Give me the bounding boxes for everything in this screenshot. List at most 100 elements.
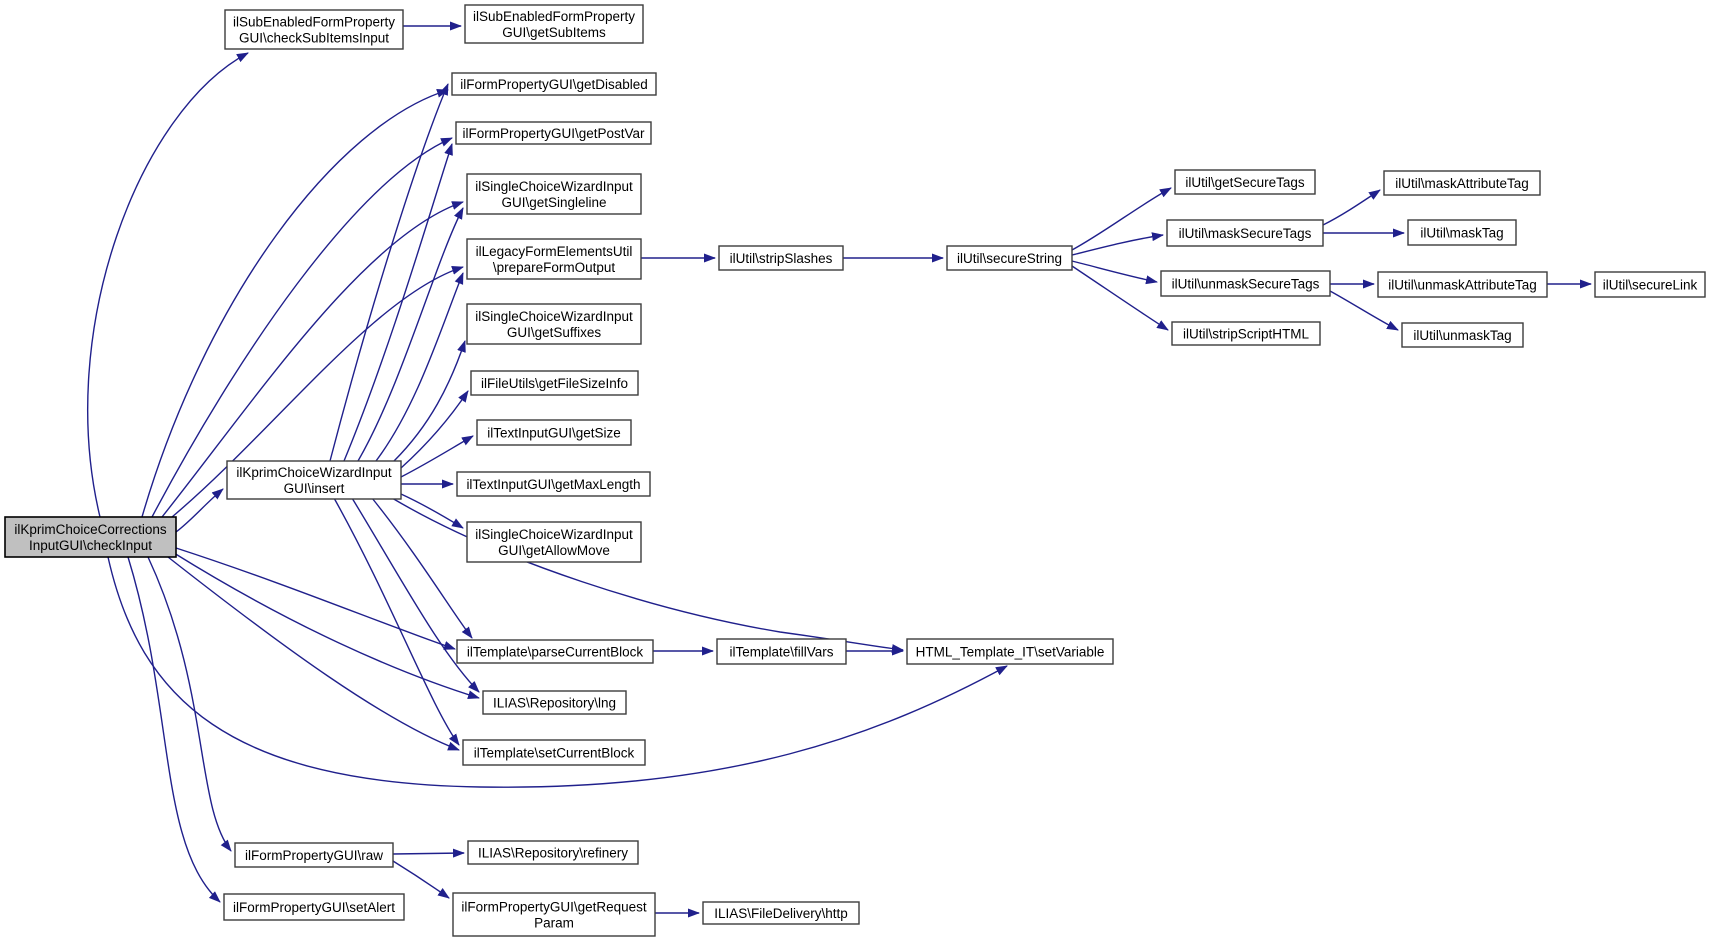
graph-node-box-insert[interactable] — [226, 460, 402, 500]
graph-node-maskAttributeTag[interactable]: ilUtil\maskAttributeTag — [1383, 170, 1541, 196]
graph-node-maskSecureTags[interactable]: ilUtil\maskSecureTags — [1166, 219, 1324, 247]
graph-node-stripSlashes[interactable]: ilUtil\stripSlashes — [718, 245, 844, 271]
graph-node-prepareFormOutput[interactable]: ilLegacyFormElementsUtil\prepareFormOutp… — [466, 238, 642, 280]
graph-node-getMaxLength[interactable]: ilTextInputGUI\getMaxLength — [456, 471, 651, 497]
graph-node-box-checkInput[interactable] — [4, 516, 177, 558]
graph-node-box-unmaskAttributeTag[interactable] — [1377, 271, 1548, 298]
call-edge-insert-to-lng — [351, 497, 480, 693]
graph-node-label-getPostVar: ilFormPropertyGUI\getPostVar — [462, 126, 645, 141]
graph-node-box-getDisabled[interactable] — [451, 72, 657, 96]
graph-node-label-refinery: ILIAS\Repository\refinery — [478, 845, 628, 860]
call-edge-checkInput-to-getPostVar — [151, 137, 453, 518]
call-edge-checkInput-to-getDisabled — [141, 88, 449, 518]
call-edge-insert-to-getSize — [400, 435, 474, 478]
graph-node-label-setCurrentBlock: ilTemplate\setCurrentBlock — [474, 745, 635, 760]
graph-node-box-secureString[interactable] — [946, 245, 1073, 271]
graph-node-getDisabled[interactable]: ilFormPropertyGUI\getDisabled — [451, 72, 657, 96]
call-edge-checkInput-to-setVariable — [107, 556, 1008, 788]
graph-node-getSecureTags[interactable]: ilUtil\getSecureTags — [1174, 169, 1316, 195]
graph-node-label-getMaxLength: ilTextInputGUI\getMaxLength — [466, 477, 640, 492]
graph-node-getFileSizeInfo[interactable]: ilFileUtils\getFileSizeInfo — [470, 370, 639, 396]
graph-node-lng[interactable]: ILIAS\Repository\lng — [482, 690, 627, 715]
call-edge-checkInput-to-getSingleline — [161, 201, 464, 518]
graph-node-box-unmaskSecureTags[interactable] — [1160, 270, 1331, 297]
call-edge-insert-to-getSuffixes — [393, 340, 466, 462]
graph-node-box-http[interactable] — [702, 901, 860, 925]
graph-node-box-refinery[interactable] — [467, 840, 639, 865]
graph-node-getPostVar[interactable]: ilFormPropertyGUI\getPostVar — [455, 121, 652, 145]
call-edge-checkInput-to-setCurrentBlock — [167, 556, 460, 751]
graph-node-label-setAlert: ilFormPropertyGUI\setAlert — [233, 900, 395, 915]
graph-node-getSize[interactable]: ilTextInputGUI\getSize — [476, 419, 632, 446]
graph-node-box-unmaskTag[interactable] — [1401, 322, 1524, 348]
graph-node-box-raw[interactable] — [234, 842, 394, 868]
graph-node-label-secureString: ilUtil\secureString — [957, 251, 1062, 266]
graph-node-box-fillVars[interactable] — [716, 638, 847, 665]
graph-node-unmaskTag[interactable]: ilUtil\unmaskTag — [1401, 322, 1524, 348]
graph-node-fillVars[interactable]: ilTemplate\fillVars — [716, 638, 847, 665]
graph-node-box-setAlert[interactable] — [223, 893, 405, 921]
graph-node-refinery[interactable]: ILIAS\Repository\refinery — [467, 840, 639, 865]
graph-node-label-unmaskTag: ilUtil\unmaskTag — [1413, 328, 1511, 343]
call-edge-insert-to-setVariable — [391, 497, 904, 654]
graph-node-box-setCurrentBlock[interactable] — [462, 739, 646, 766]
graph-node-label-secureLink: ilUtil\secureLink — [1603, 277, 1698, 292]
graph-node-box-maskSecureTags[interactable] — [1166, 219, 1324, 247]
graph-node-label-raw: ilFormPropertyGUI\raw — [245, 848, 383, 863]
graph-node-box-parseCurrentBlock[interactable] — [456, 639, 654, 664]
graph-node-box-stripSlashes[interactable] — [718, 245, 844, 271]
graph-node-secureString[interactable]: ilUtil\secureString — [946, 245, 1073, 271]
graph-node-box-secureLink[interactable] — [1594, 271, 1706, 298]
graph-node-setVariable[interactable]: HTML_Template_IT\setVariable — [906, 638, 1114, 665]
graph-node-box-getAllowMove[interactable] — [466, 521, 642, 563]
call-edge-insert-to-parseCurrentBlock — [371, 497, 473, 639]
graph-node-maskTag[interactable]: ilUtil\maskTag — [1407, 219, 1517, 246]
graph-node-box-getSingleline[interactable] — [466, 173, 642, 215]
graph-node-box-getSize[interactable] — [476, 419, 632, 446]
graph-node-box-maskAttributeTag[interactable] — [1383, 170, 1541, 196]
graph-node-box-setVariable[interactable] — [906, 638, 1114, 665]
graph-node-unmaskAttributeTag[interactable]: ilUtil\unmaskAttributeTag — [1377, 271, 1548, 298]
graph-node-parseCurrentBlock[interactable]: ilTemplate\parseCurrentBlock — [456, 639, 654, 664]
graph-node-http[interactable]: ILIAS\FileDelivery\http — [702, 901, 860, 925]
call-edge-checkInput-to-raw — [147, 556, 232, 852]
graph-node-label-unmaskAttributeTag: ilUtil\unmaskAttributeTag — [1388, 277, 1537, 292]
call-edge-checkInput-to-checkSubItemsInput — [87, 52, 249, 518]
call-edge-checkInput-to-setAlert — [127, 556, 221, 903]
call-edge-checkInput-to-prepareFormOutput — [171, 266, 464, 518]
graph-node-box-getSecureTags[interactable] — [1174, 169, 1316, 195]
graph-node-box-getSuffixes[interactable] — [466, 303, 642, 345]
graph-node-unmaskSecureTags[interactable]: ilUtil\unmaskSecureTags — [1160, 270, 1331, 297]
graph-node-box-stripScriptHTML[interactable] — [1171, 321, 1321, 346]
call-edge-raw-to-refinery — [392, 848, 465, 858]
graph-node-box-maskTag[interactable] — [1407, 219, 1517, 246]
graph-node-box-prepareFormOutput[interactable] — [466, 238, 642, 280]
graph-node-stripScriptHTML[interactable]: ilUtil\stripScriptHTML — [1171, 321, 1321, 346]
graph-node-box-getFileSizeInfo[interactable] — [470, 370, 639, 396]
graph-node-label-fillVars: ilTemplate\fillVars — [729, 644, 833, 659]
graph-node-setAlert[interactable]: ilFormPropertyGUI\setAlert — [223, 893, 405, 921]
graph-node-box-getMaxLength[interactable] — [456, 471, 651, 497]
graph-node-secureLink[interactable]: ilUtil\secureLink — [1594, 271, 1706, 298]
graph-node-box-getSubItems[interactable] — [464, 4, 644, 44]
graph-node-box-getRequestParam[interactable] — [452, 892, 656, 937]
graph-node-setCurrentBlock[interactable]: ilTemplate\setCurrentBlock — [462, 739, 646, 766]
graph-node-raw[interactable]: ilFormPropertyGUI\raw — [234, 842, 394, 868]
graph-node-label-prepareFormOutput: ilLegacyFormElementsUtil\prepareFormOutp… — [476, 244, 633, 275]
call-edge-checkInput-to-lng — [173, 552, 480, 700]
graph-node-box-getPostVar[interactable] — [455, 121, 652, 145]
call-edge-insert-to-getDisabled — [329, 83, 449, 462]
graph-node-box-checkSubItemsInput[interactable] — [224, 9, 404, 50]
graph-node-box-lng[interactable] — [482, 690, 627, 715]
